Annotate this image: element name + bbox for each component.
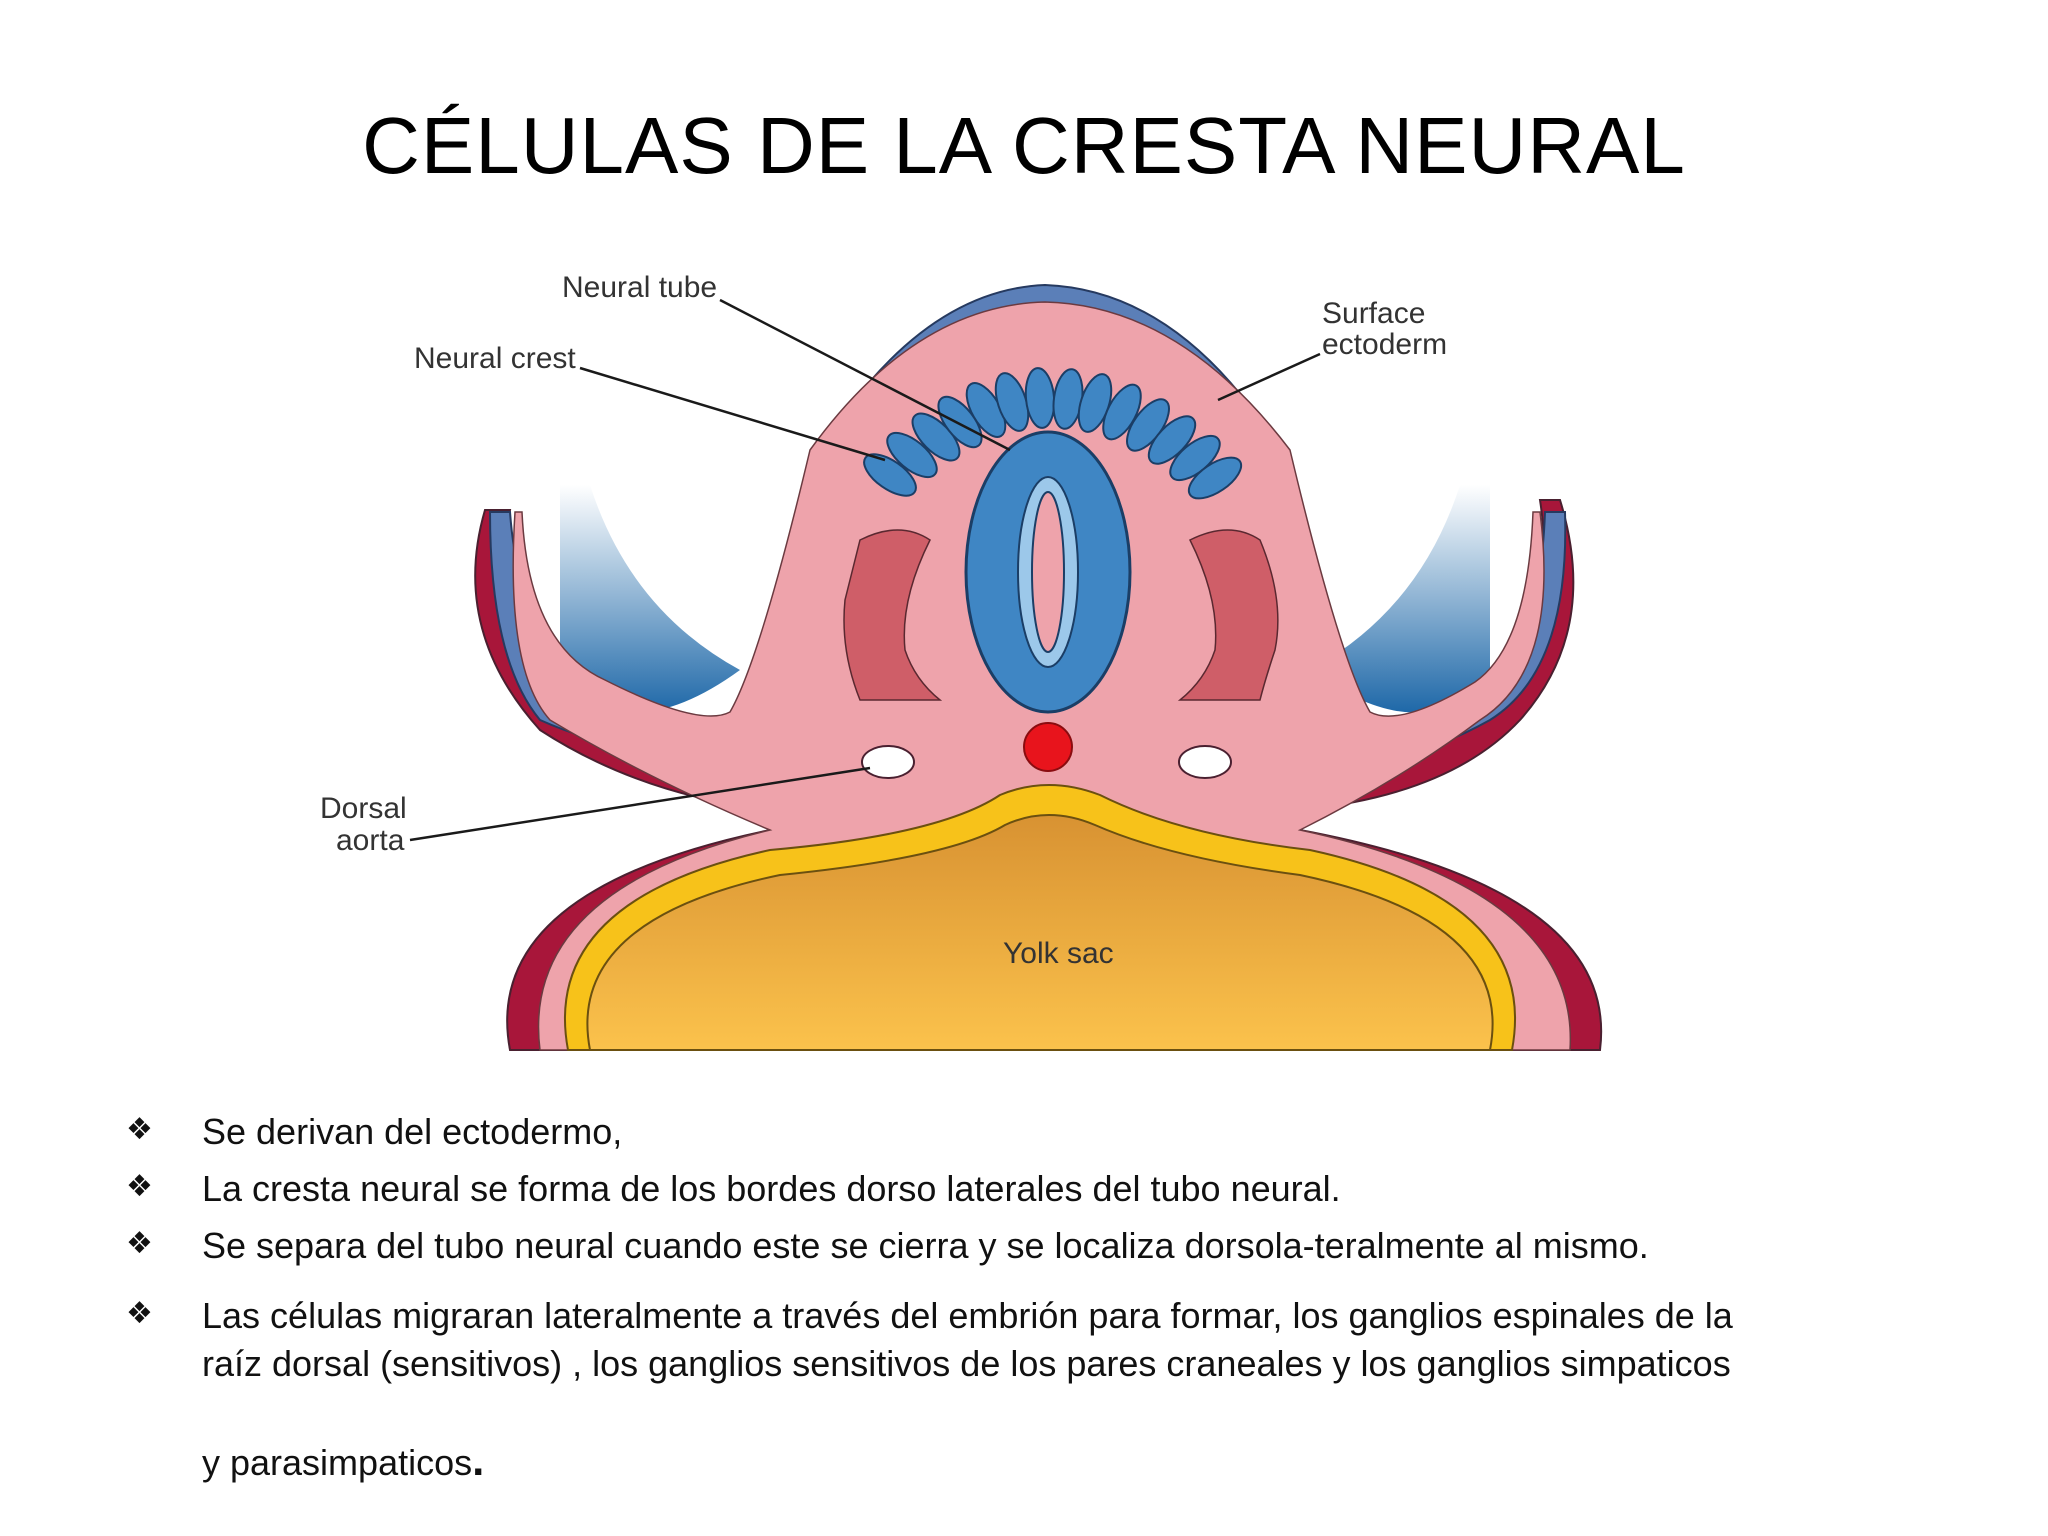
- surface-ectoderm-leader: [1217, 352, 1321, 402]
- label-surface-ectoderm-2: ectoderm: [1322, 328, 1447, 361]
- neural-crest-cells: [863, 367, 1243, 500]
- dorsal-aorta-leader: [409, 766, 871, 842]
- bullet-item: ❖ Se derivan del ectodermo,: [120, 1108, 1980, 1165]
- bullet-text-line-3: y parasimpaticos.: [202, 1437, 1980, 1487]
- somite-right: [1177, 529, 1279, 701]
- notochord: [1023, 722, 1073, 772]
- dorsal-aorta-right: [1178, 745, 1232, 779]
- bullet-text: Se separa del tubo neural cuando este se…: [202, 1225, 1649, 1266]
- bullet-text-line-3-text: y parasimpaticos: [202, 1442, 473, 1483]
- dorsal-aorta-left: [861, 745, 915, 779]
- bullet-item: ❖ La cresta neural se forma de los borde…: [120, 1165, 1980, 1222]
- bullet-text-line-2: raíz dorsal (sensitivos) , los ganglios …: [202, 1343, 1731, 1384]
- label-neural-tube: Neural tube: [562, 271, 717, 304]
- slide-title: CÉLULAS DE LA CRESTA NEURAL: [362, 101, 1686, 190]
- neural-crest-diagram: Neural tube Neural crest Surface ectoder…: [320, 271, 1603, 1051]
- bullet-diamond-icon: ❖: [126, 1170, 153, 1203]
- label-yolk-sac: Yolk sac: [1003, 937, 1114, 970]
- bullet-diamond-icon: ❖: [126, 1227, 153, 1260]
- label-surface-ectoderm-1: Surface: [1322, 297, 1425, 330]
- label-dorsal-aorta-2: aorta: [336, 824, 405, 857]
- neural-tube: [964, 430, 1132, 714]
- bullet-list: ❖ Se derivan del ectodermo, ❖ La cresta …: [120, 1108, 1980, 1487]
- bullet-text-line-1: Las células migraran lateralmente a trav…: [202, 1295, 1733, 1336]
- bullet-item: ❖ Se separa del tubo neural cuando este …: [120, 1222, 1980, 1292]
- bullet-text: La cresta neural se forma de los bordes …: [202, 1168, 1341, 1209]
- bullet-item: ❖ Las células migraran lateralmente a tr…: [120, 1292, 1980, 1487]
- bullet-diamond-icon: ❖: [126, 1297, 153, 1330]
- amniotic-cavity-right: [1310, 485, 1490, 713]
- bullet-end-period: .: [472, 1436, 485, 1485]
- amniotic-cavity-left: [560, 485, 740, 713]
- label-dorsal-aorta-1: Dorsal: [320, 792, 407, 825]
- neural-tube-leader: [719, 298, 1011, 452]
- yolk-sac: [586, 814, 1494, 1051]
- label-neural-crest: Neural crest: [414, 342, 576, 375]
- bullet-diamond-icon: ❖: [126, 1113, 153, 1146]
- somite-left: [843, 529, 943, 701]
- neural-crest-leader: [579, 366, 886, 462]
- bullet-text: Se derivan del ectodermo,: [202, 1111, 623, 1152]
